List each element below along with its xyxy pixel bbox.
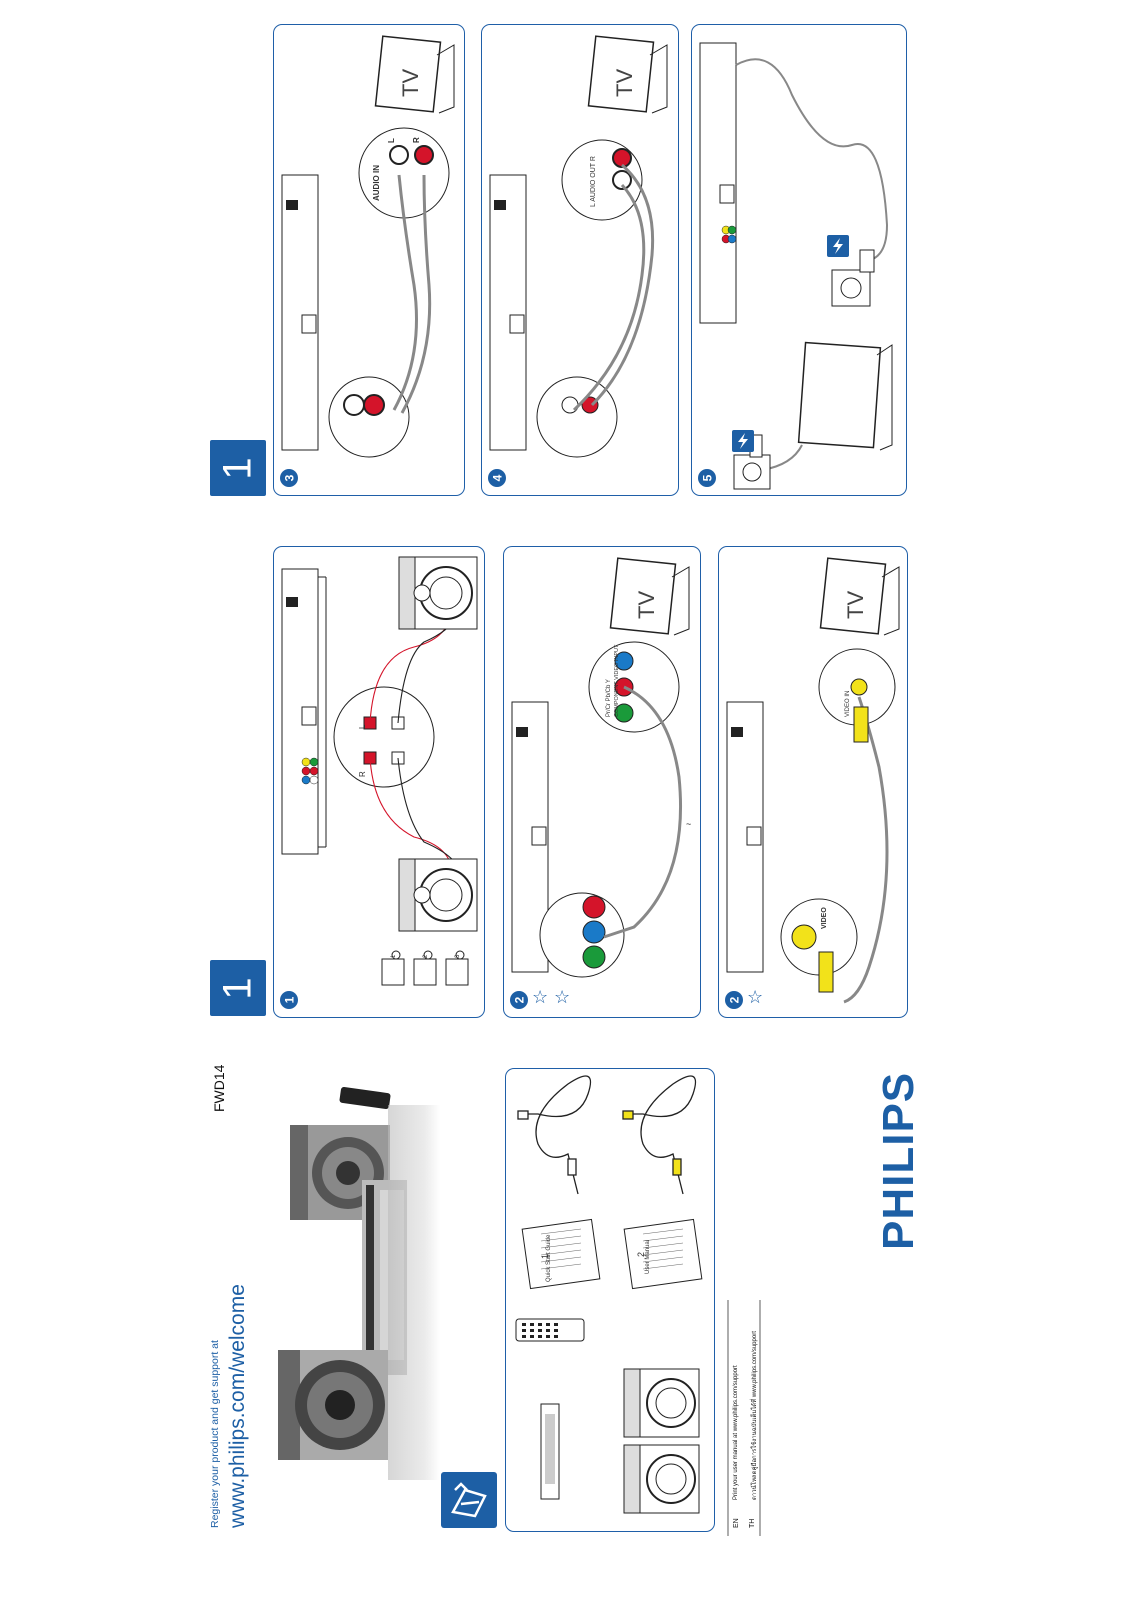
- user-manual-icon: [623, 1218, 703, 1290]
- tv-label: TV: [634, 590, 659, 619]
- tv-label: TV: [843, 590, 868, 619]
- manual-lines: [727, 1300, 761, 1536]
- video-cable-icon: [622, 1075, 697, 1195]
- manual-th-text: ดาวน์โหลดคู่มือการใช้งานฉบับเต็มได้ที่ w…: [752, 1331, 758, 1500]
- section-number-tile: 1: [210, 440, 266, 496]
- step4-audio-out-panel: TV L AUDIO OUT R 4: [481, 24, 679, 496]
- step2-composite-panel: TV VIDEO IN VIDEO 2 ☆: [718, 546, 908, 1018]
- manual-en-code: EN: [733, 1518, 740, 1528]
- step5-power-panel: 5: [691, 24, 907, 496]
- component-sub-label: COMPONENT VIDEO INPUT: [614, 644, 620, 717]
- speaker-icon: [623, 1444, 700, 1514]
- audio-l-label: L: [387, 138, 396, 143]
- qsg-number: 1: [540, 1253, 550, 1259]
- main-unit-rear-icon: [281, 568, 327, 855]
- speaker-l-label: L: [358, 724, 367, 729]
- audio-cable-icon: [517, 1075, 592, 1195]
- wire-clip-steps-icon: [381, 950, 469, 986]
- step-2-badge: 2: [725, 991, 743, 1009]
- audio-r-label: R: [412, 137, 421, 143]
- step-1-badge: 1: [280, 991, 298, 1009]
- main-unit-icon: [540, 1403, 560, 1500]
- clip-step-1: 1: [391, 954, 397, 958]
- register-line1: Register your product and get support at: [209, 1340, 221, 1528]
- manual-th-code: TH: [749, 1518, 756, 1528]
- step-4-badge: 4: [488, 469, 506, 487]
- tv-label: TV: [398, 68, 423, 97]
- step1-speaker-panel: R L 1 2 3 1: [273, 546, 485, 1018]
- main-unit-rear-icon: [726, 701, 764, 973]
- register-url[interactable]: www.philips.com/welcome: [226, 1284, 249, 1528]
- tv-icon: [587, 35, 668, 114]
- main-unit-rear-icon: [699, 42, 737, 324]
- star-icon: ☆: [747, 987, 764, 1007]
- tv-icon: [797, 341, 893, 451]
- tv-icon: [609, 557, 690, 636]
- philips-logo: PHILIPS: [874, 1071, 923, 1250]
- section-number-tile: 1: [210, 960, 266, 1016]
- speaker-icon: [623, 1368, 700, 1438]
- product-photo: [278, 1086, 440, 1480]
- um-number: 2: [636, 1251, 646, 1257]
- star-icon: ☆: [554, 987, 571, 1007]
- model-name: FWD14: [211, 1064, 227, 1112]
- speaker-icon: [398, 858, 478, 932]
- power-plug-icon: [831, 249, 875, 307]
- star-icon: ☆: [532, 987, 549, 1007]
- tv-icon: [374, 35, 455, 114]
- step-3-badge: 3: [280, 469, 298, 487]
- main-unit-rear-icon: [281, 174, 319, 451]
- video-in-label: VIDEO IN: [845, 690, 851, 717]
- svg-text:~: ~: [686, 819, 691, 829]
- box-contents-panel: Quick Start Guide 1 User Manual 2: [505, 1068, 715, 1532]
- step3-audio-in-panel: TV AUDIO IN L R 3: [273, 24, 465, 496]
- quick-start-guide-icon: [521, 1218, 601, 1290]
- audio-out-label: L AUDIO OUT R: [590, 156, 597, 207]
- video-label: VIDEO: [821, 907, 828, 929]
- clip-step-2: 2: [423, 954, 429, 958]
- clip-step-3: 3: [455, 954, 461, 958]
- main-unit-rear-icon: [489, 174, 527, 451]
- step2-component-panel: ~ TV Pr/Cr Pb/Cb Y COMPONENT VIDEO INPUT…: [503, 546, 701, 1018]
- tv-icon: [819, 557, 900, 636]
- audio-in-label: AUDIO IN: [372, 165, 381, 201]
- remote-control-icon: [515, 1318, 585, 1342]
- speaker-r-label: R: [358, 771, 367, 777]
- step-2-badge: 2: [510, 991, 528, 1009]
- manual-en-text: Print your user manual at www.philips.co…: [733, 1365, 739, 1500]
- step-5-badge: 5: [698, 469, 716, 487]
- tv-label: TV: [612, 68, 637, 97]
- component-label: Pr/Cr Pb/Cb Y: [606, 679, 612, 717]
- speaker-icon: [398, 556, 478, 630]
- lightning-icon: [732, 235, 849, 452]
- box-contents-icon: [441, 1472, 497, 1528]
